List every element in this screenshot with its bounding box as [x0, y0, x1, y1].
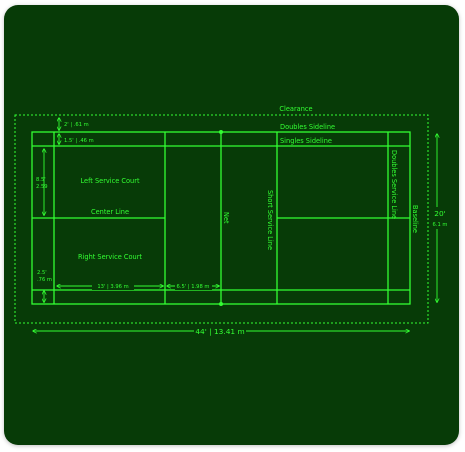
length-dimension: 44' | 13.41 m [195, 327, 244, 336]
left-service-court-label: Left Service Court [80, 177, 139, 185]
width-dimension-a: 20' [434, 209, 445, 218]
corner-dimension-a: 2.5' [37, 270, 47, 276]
back-court-dimension: 13' | 3.96 m [97, 284, 128, 290]
left-court-dimension-a: 8.5' [36, 177, 46, 183]
net-label: Net [222, 212, 230, 224]
back-court-dimension-bg [92, 281, 134, 290]
length-dimension-bg [194, 326, 246, 336]
net-post-bottom [219, 302, 223, 306]
front-court-dimension-bg [175, 281, 212, 290]
doubles-alley-dimension: 1.5' | .46 m [64, 138, 94, 144]
width-dimension-bg [430, 207, 450, 229]
center-line-label: Center Line [91, 208, 129, 216]
width-dimension-b: 6.1 m [433, 222, 448, 228]
right-service-court-label: Right Service Court [78, 253, 142, 261]
clearance-boundary [14, 114, 429, 324]
singles-sideline-label: Singles Sideline [280, 137, 332, 145]
clearance-gap-dimension: 2' | .61 m [64, 122, 89, 128]
clearance-label: Clearance [279, 105, 312, 113]
short-service-line-label: Short Service Line [266, 190, 274, 250]
doubles-sideline-label: Doubles Sideline [280, 123, 335, 131]
baseline-label: Baseline [411, 205, 419, 233]
left-court-dimension-b: 2.59 [36, 184, 48, 190]
doubles-service-line-label: Doubles Service Line [390, 150, 398, 219]
net-post-top [219, 130, 223, 134]
corner-dimension-b: .76 m [37, 277, 52, 283]
diagram-card [4, 5, 459, 445]
front-court-dimension: 6.5' | 1.98 m [177, 284, 210, 290]
